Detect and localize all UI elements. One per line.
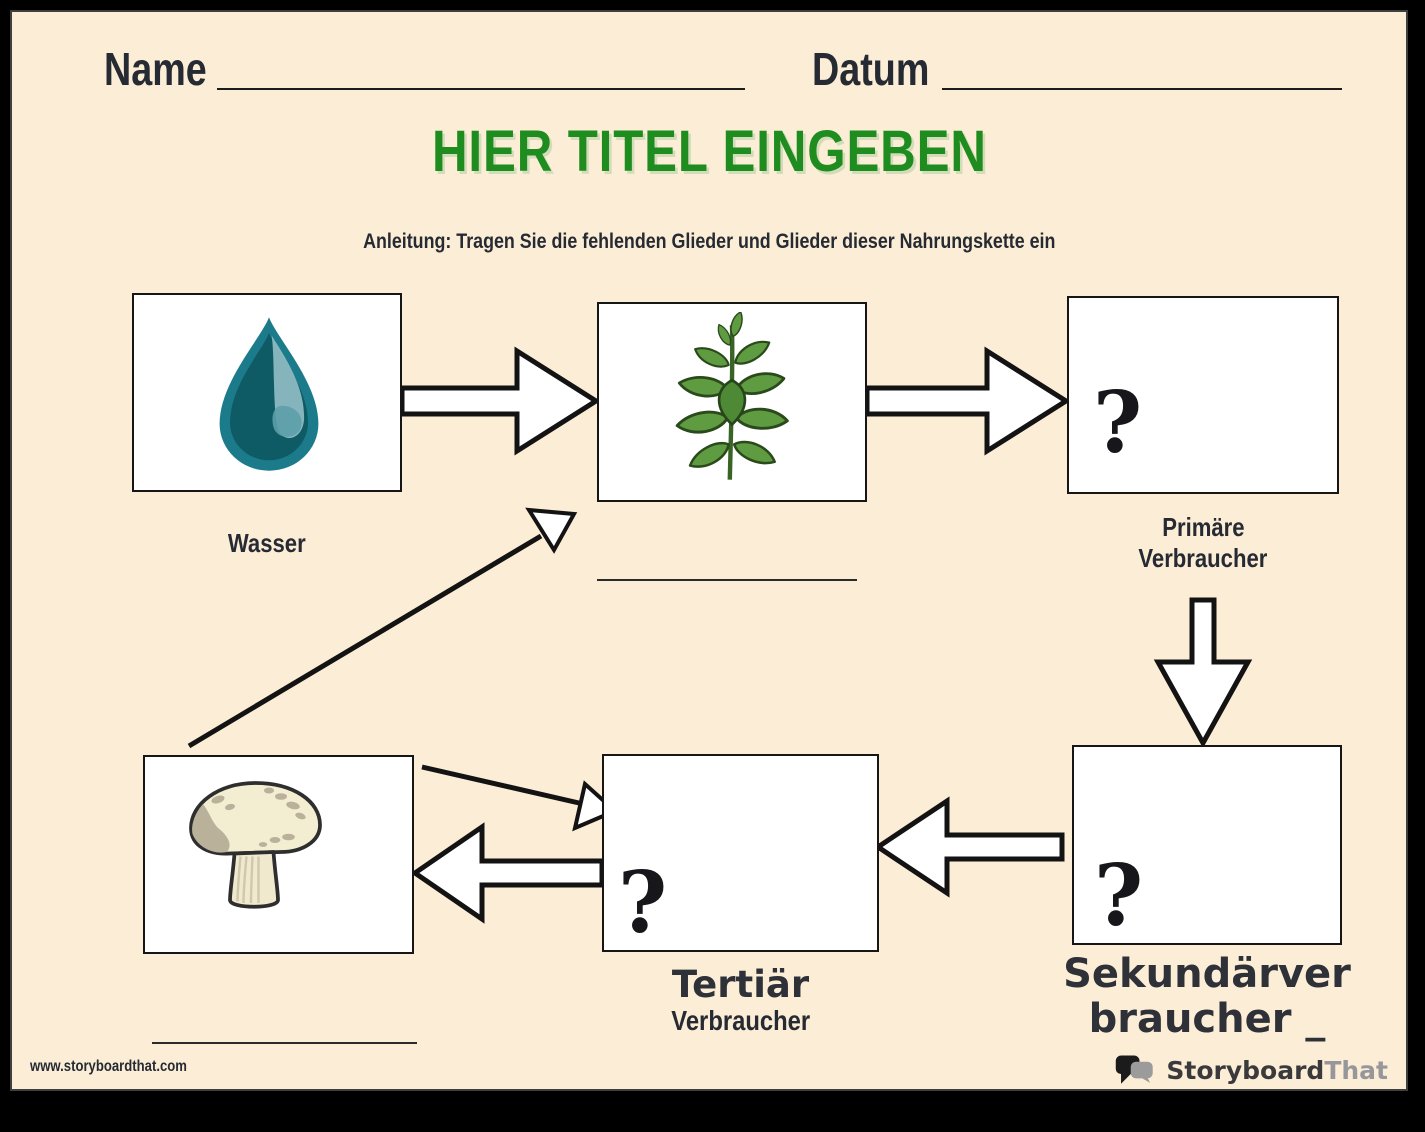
plant-answer-line[interactable] (597, 579, 857, 581)
line-mushroom-to-tertiary (421, 764, 580, 806)
arrow-secondary-to-tertiary (873, 796, 1065, 898)
secondary-consumer-label: Sekundärver braucher _ (1063, 951, 1351, 1042)
arrowhead-to-plant (525, 507, 578, 554)
name-label: Name (104, 43, 207, 95)
date-label: Datum (812, 43, 930, 95)
worksheet-page: Name Datum HIER TITEL EINGEBEN Anleitung… (10, 10, 1408, 1091)
water-drop-icon (219, 317, 319, 471)
primary-question-mark: ? (1093, 372, 1143, 472)
name-write-line[interactable] (217, 88, 745, 90)
food-chain-arrows (187, 346, 1253, 924)
decomposer-image-box[interactable] (143, 755, 414, 954)
line-mushroom-to-plant (187, 533, 543, 749)
secondary-consumer-box[interactable]: ? (1072, 745, 1342, 945)
plant-icon (675, 312, 789, 480)
tertiary-consumer-box[interactable]: ? (602, 754, 879, 952)
water-image-box[interactable] (132, 293, 402, 492)
primary-consumer-box[interactable]: ? (1067, 296, 1339, 494)
arrow-plant-to-primary (864, 346, 1071, 456)
arrow-primary-to-secondary (1153, 597, 1253, 749)
arrowhead-to-tertiary (572, 780, 619, 832)
mushroom-icon (189, 781, 322, 909)
speech-bubbles-icon (1116, 1055, 1154, 1084)
primary-consumer-label: Primäre Verbraucher (1138, 512, 1268, 573)
tertiary-question-mark: ? (618, 852, 668, 952)
date-write-line[interactable] (942, 88, 1342, 90)
page-title[interactable]: HIER TITEL EINGEBEN (431, 119, 987, 184)
arrow-water-to-plant (399, 346, 601, 456)
water-caption: Wasser (228, 528, 306, 558)
mushroom-answer-line[interactable] (152, 1042, 417, 1044)
secondary-question-mark: ? (1094, 845, 1144, 945)
instruction-text: Anleitung: Tragen Sie die fehlenden Glie… (362, 230, 1056, 253)
producer-image-box[interactable] (597, 302, 867, 502)
storyboardthat-logo: StoryboardThat (1114, 1052, 1388, 1089)
website-text: www.storyboardthat.com (30, 1058, 187, 1075)
tertiary-consumer-label: Tertiär Verbraucher (671, 963, 810, 1037)
arrow-tertiary-to-mushroom (410, 822, 605, 924)
